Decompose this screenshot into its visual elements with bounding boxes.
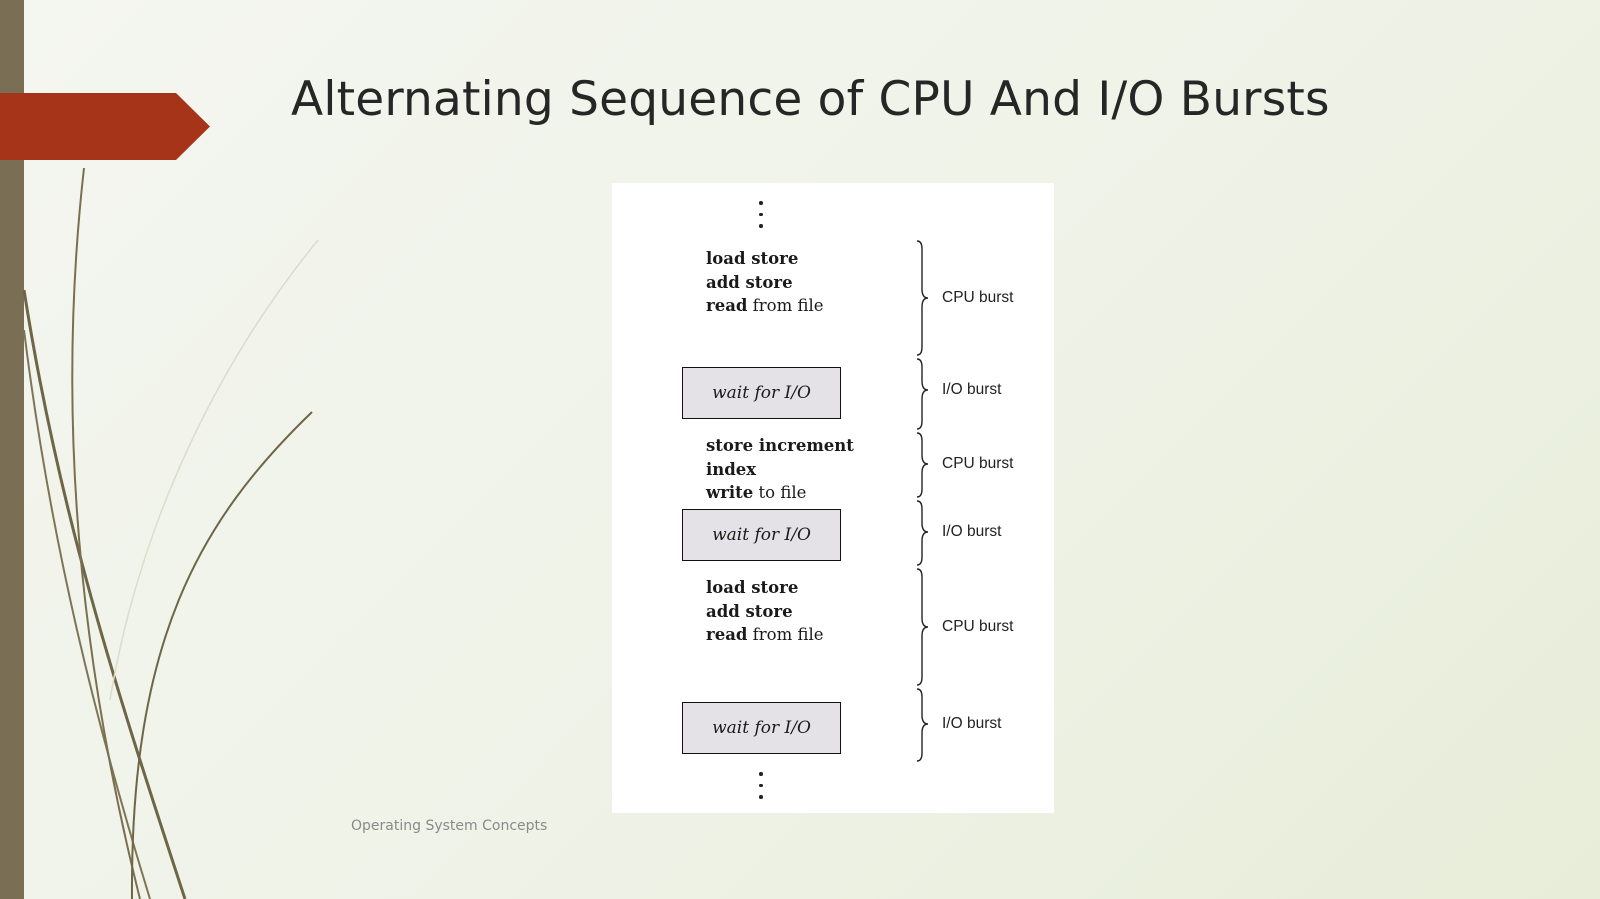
continuation-dots-top: [759, 201, 765, 236]
slide-footer: Operating System Concepts: [351, 818, 548, 834]
cpu-io-burst-diagram: load store add store read from file wait…: [612, 183, 1054, 813]
decorative-swoosh-lines: [22, 167, 319, 899]
wait-for-io-box-2: wait for I/O: [682, 509, 841, 561]
instruction-line: add store: [706, 272, 793, 292]
burst-braces: [916, 240, 929, 762]
cpu-instructions-block-2: store increment index write to file: [706, 434, 854, 505]
instruction-line: read from file: [706, 296, 824, 315]
accent-arrow-shape: [0, 93, 210, 160]
brace-cpu-burst-1: [916, 240, 929, 356]
brace-cpu-burst-2: [916, 432, 929, 498]
io-burst-label: I/O burst: [942, 715, 1002, 732]
continuation-dots-bottom: [759, 772, 765, 807]
instruction-line: load store: [706, 249, 799, 268]
brace-io-burst-1: [916, 358, 929, 430]
io-burst-label: I/O burst: [942, 523, 1002, 540]
cpu-burst-label: CPU burst: [942, 289, 1014, 306]
cpu-burst-label: CPU burst: [942, 455, 1014, 472]
io-burst-label: I/O burst: [942, 381, 1002, 398]
wait-for-io-box-3: wait for I/O: [682, 702, 841, 754]
cpu-instructions-block-1: load store add store read from file: [706, 247, 824, 318]
instruction-line: store increment: [706, 436, 854, 455]
instruction-line: write to file: [706, 483, 807, 502]
instruction-line: load store: [706, 578, 799, 597]
cpu-instructions-block-3: load store add store read from file: [706, 576, 824, 647]
slide-title: Alternating Sequence of CPU And I/O Burs…: [291, 72, 1330, 127]
cpu-burst-label: CPU burst: [942, 618, 1014, 635]
instruction-line: index: [706, 459, 757, 479]
wait-for-io-box-1: wait for I/O: [682, 367, 841, 419]
brace-io-burst-2: [916, 500, 929, 566]
instruction-line: add store: [706, 601, 793, 621]
brace-io-burst-3: [916, 688, 929, 762]
brace-cpu-burst-3: [916, 568, 929, 686]
instruction-line: read from file: [706, 625, 824, 644]
